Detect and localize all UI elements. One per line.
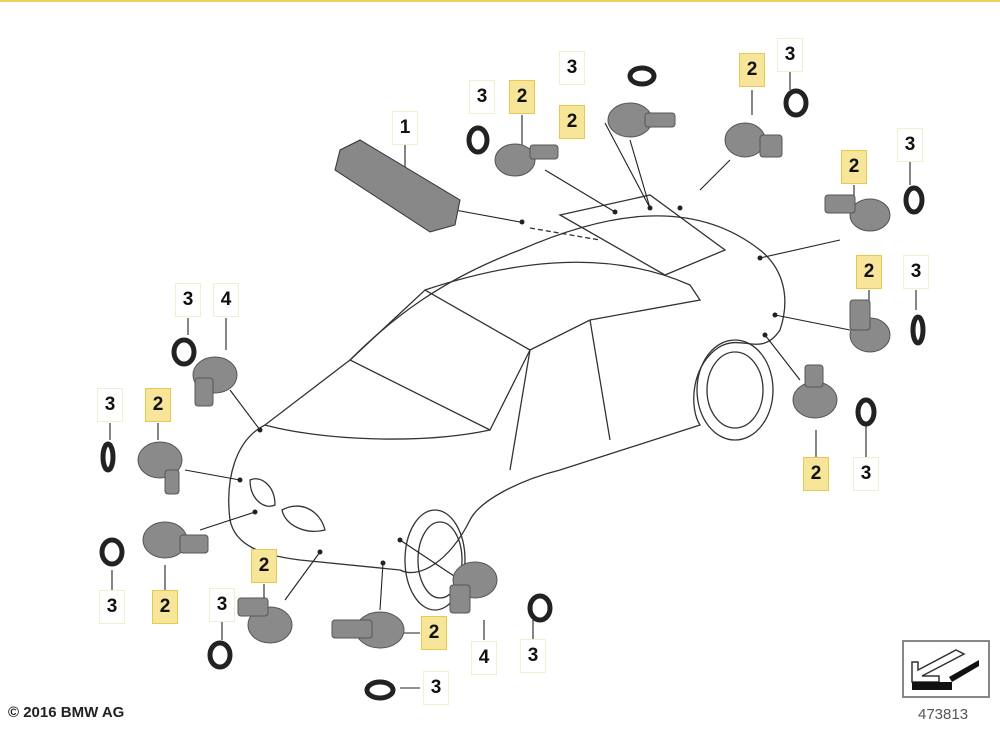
callout-3: 3 <box>423 671 449 705</box>
callout-2: 2 <box>145 388 171 422</box>
callout-4: 4 <box>213 283 239 317</box>
callout-3: 3 <box>777 38 803 72</box>
sensors <box>137 102 891 649</box>
callout-3: 3 <box>853 457 879 491</box>
car-outline <box>228 194 786 611</box>
callout-2: 2 <box>739 53 765 87</box>
diagram-number: 473813 <box>918 706 969 723</box>
callout-3: 3 <box>559 51 585 85</box>
callout-3: 3 <box>99 590 125 624</box>
callout-2: 2 <box>841 150 867 184</box>
callout-2: 2 <box>509 80 535 114</box>
arrow-logo-icon <box>902 640 990 698</box>
callout-2: 2 <box>856 255 882 289</box>
leader-lines <box>109 72 917 689</box>
callout-2: 2 <box>421 616 447 650</box>
callout-1: 1 <box>392 111 418 145</box>
callout-4: 4 <box>471 641 497 675</box>
callout-2: 2 <box>803 457 829 491</box>
top-accent-line <box>0 0 1000 2</box>
control-unit <box>334 139 461 233</box>
callout-2: 2 <box>251 549 277 583</box>
callout-2: 2 <box>152 590 178 624</box>
attachment-dots <box>237 205 778 566</box>
callout-2: 2 <box>559 105 585 139</box>
callout-3: 3 <box>897 128 923 162</box>
callout-3: 3 <box>520 639 546 673</box>
callout-3: 3 <box>209 588 235 622</box>
callout-3: 3 <box>175 283 201 317</box>
callout-3: 3 <box>903 255 929 289</box>
sealing-rings <box>99 65 926 701</box>
callout-3: 3 <box>97 388 123 422</box>
copyright-text: © 2016 BMW AG <box>8 704 125 721</box>
callout-3: 3 <box>469 80 495 114</box>
